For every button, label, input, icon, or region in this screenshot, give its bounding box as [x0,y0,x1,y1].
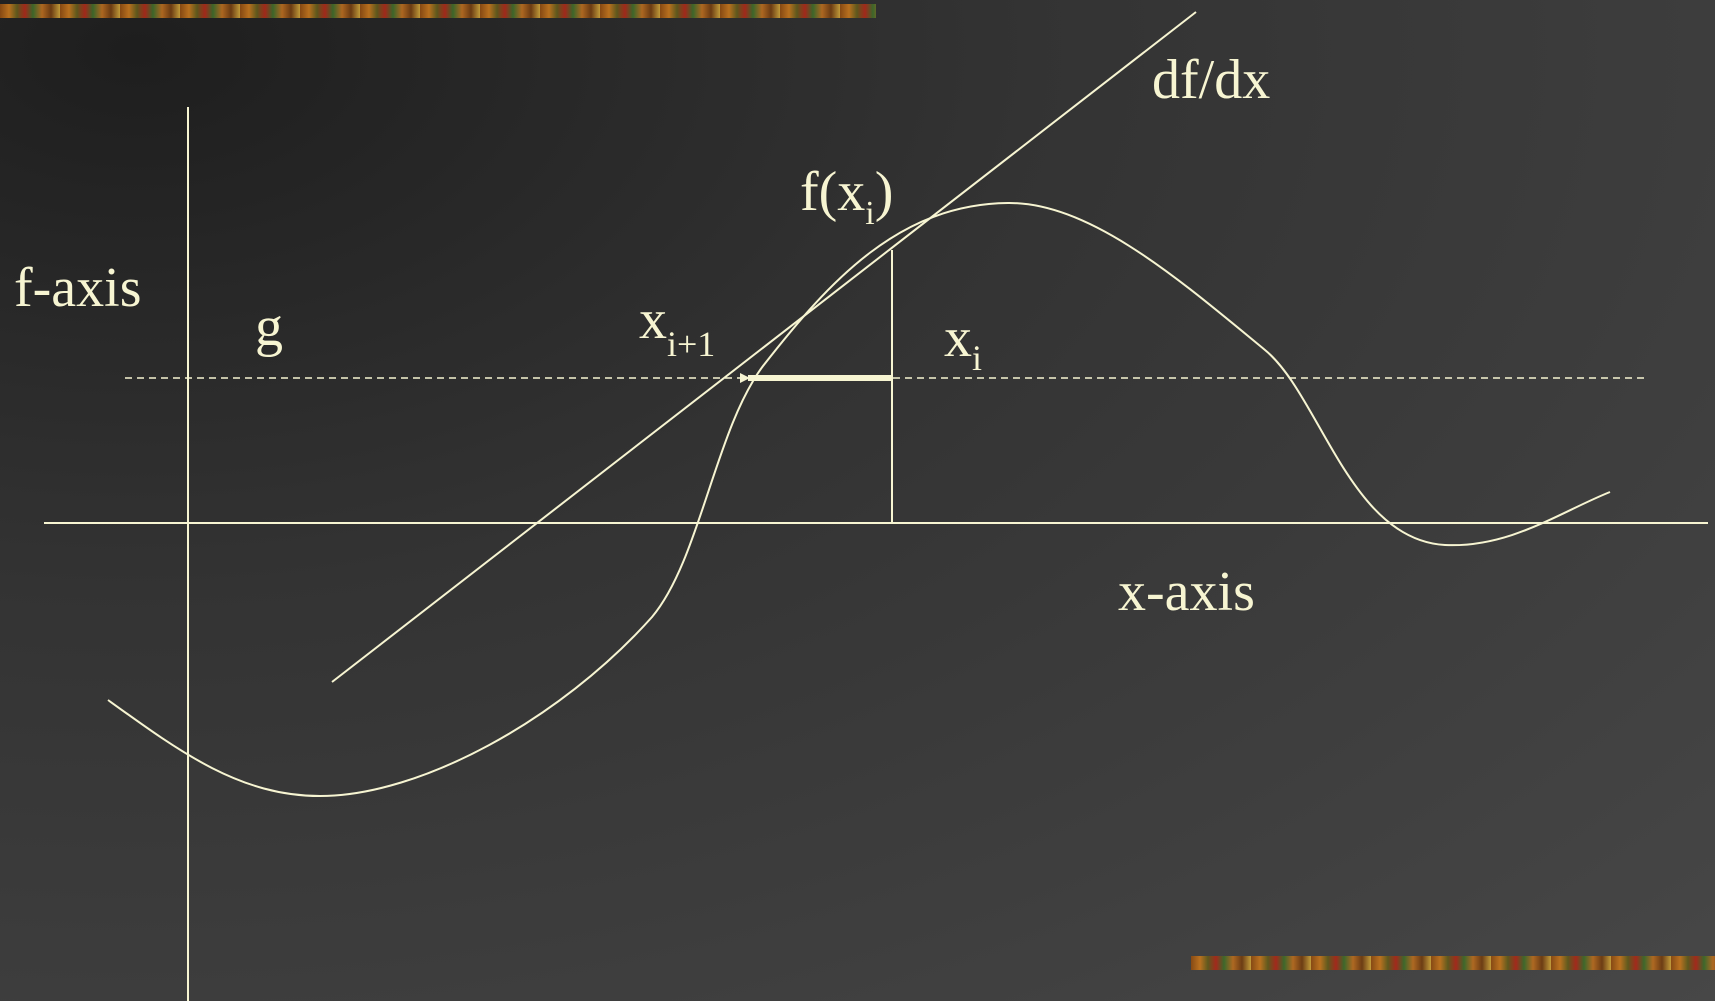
g-label: g [255,296,283,358]
x-i-plus-1-label: xi+1 [639,289,715,364]
x-axis-label: x-axis [1118,561,1255,623]
tangent-label: df/dx [1152,49,1270,111]
f-of-xi-label: f(xi) [800,161,893,232]
tangent-line [331,11,1197,683]
decorative-strip-top [0,4,876,18]
function-curve [107,201,1611,798]
x-i-label: xi [944,307,982,378]
decorative-strip-bottom [1191,956,1715,970]
f-axis-label: f-axis [14,257,142,319]
